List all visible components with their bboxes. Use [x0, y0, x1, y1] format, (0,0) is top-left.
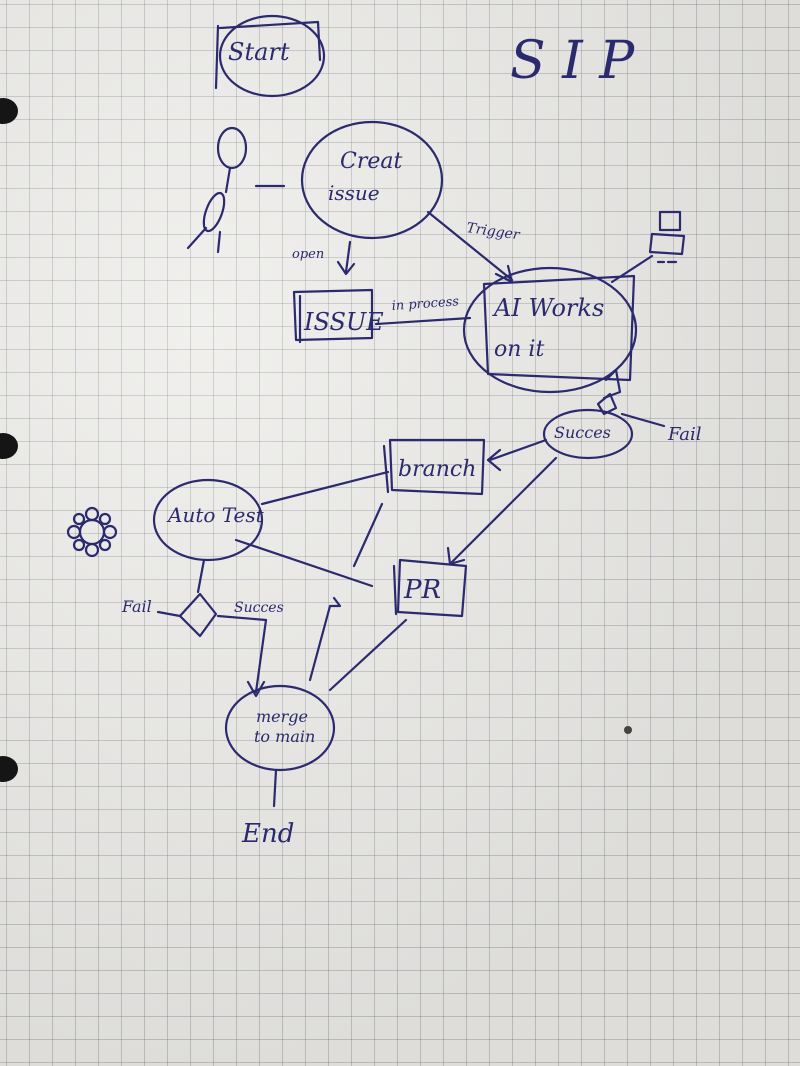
branch-to-merge-connector — [308, 596, 342, 682]
in-process-connector: in process — [374, 294, 472, 326]
auto-test-node: Auto Test — [152, 478, 265, 562]
branch-to-pr-connector — [352, 502, 384, 568]
pr-to-merge-connector — [328, 618, 408, 692]
gear-icon — [66, 506, 118, 558]
autotest-to-decision-connector — [196, 558, 206, 594]
fail-right-label: Fail — [667, 424, 702, 445]
ai-works-label-1: AI Works — [492, 294, 604, 322]
open-arrow: open — [292, 240, 356, 276]
fail-right-branch: Fail — [620, 412, 702, 445]
branch-label: branch — [398, 457, 476, 482]
in-process-label: in process — [391, 294, 460, 314]
ink-dot — [624, 726, 632, 734]
fail-left-branch: Fail — [121, 597, 182, 618]
create-issue-node: Creat issue — [300, 120, 444, 240]
robot-icon — [610, 210, 686, 284]
success-decision-node: Succes — [542, 408, 634, 460]
start-node: Start — [214, 14, 326, 98]
branch-box: branch — [382, 438, 486, 496]
success-to-branch-arrow — [486, 438, 548, 472]
success-decision-label: Succes — [554, 423, 611, 442]
auto-test-label: Auto Test — [166, 503, 265, 527]
success-left-label: Succes — [234, 600, 284, 616]
test-decision-diamond — [178, 592, 218, 638]
decision-to-merge-arrow: Succes — [216, 600, 284, 698]
branch-to-autotest-connector — [260, 470, 390, 506]
open-label: open — [292, 247, 324, 262]
fail-left-label: Fail — [121, 597, 152, 616]
issue-label: ISSUE — [303, 308, 384, 336]
diagram-title: S I P — [510, 31, 635, 91]
issue-box: ISSUE — [292, 288, 384, 344]
merge-label-2: to main — [254, 727, 315, 746]
pr-box: PR — [392, 558, 468, 618]
merge-label-1: merge — [256, 707, 308, 726]
ai-works-node: AI Works on it — [462, 266, 638, 394]
punch-hole — [0, 756, 18, 782]
autotest-to-pr-connector — [234, 538, 374, 588]
ai-works-label-2: on it — [494, 337, 544, 362]
person-icon — [186, 126, 286, 254]
pr-label: PR — [403, 575, 441, 605]
punch-hole — [0, 433, 18, 459]
start-label: Start — [228, 38, 290, 66]
punch-hole — [0, 98, 18, 124]
create-issue-label-2: issue — [328, 181, 380, 205]
end-label: End — [241, 819, 294, 849]
ai-to-success-connector — [596, 368, 622, 416]
trigger-label: Trigger — [465, 220, 521, 243]
create-issue-label-1: Creat — [340, 149, 402, 174]
trigger-arrow: Trigger — [426, 210, 522, 284]
merge-to-end-connector — [272, 768, 278, 808]
merge-node: merge to main — [224, 684, 336, 772]
